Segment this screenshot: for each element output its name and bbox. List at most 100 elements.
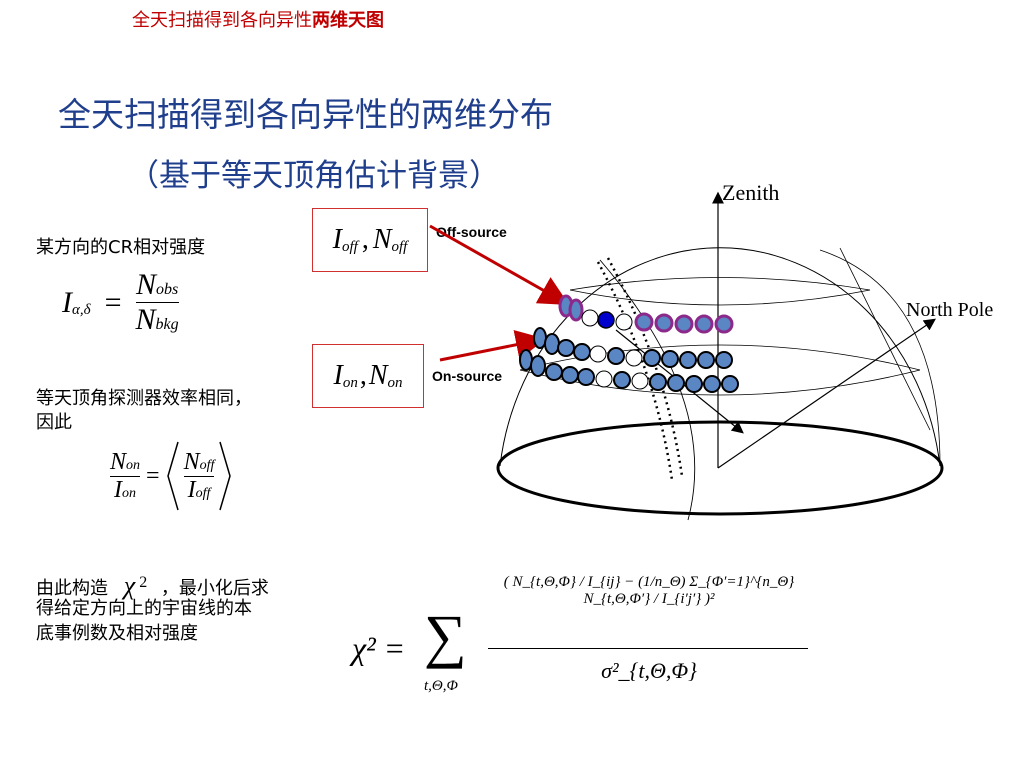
- meridian-line: [599, 259, 696, 521]
- box-comma-2: ,: [359, 360, 367, 391]
- fraction-off: Noff Ioff: [183, 448, 215, 504]
- fraction-bar: [183, 475, 215, 477]
- therefore-label: 因此: [36, 412, 72, 433]
- box-off-sub-1: off: [341, 238, 358, 255]
- on-source-cell: [577, 368, 595, 386]
- on-source-cell: [573, 343, 591, 361]
- off-source-cell: [674, 314, 694, 334]
- ratio-formula: Non Ion = Noff Ioff: [110, 440, 232, 512]
- off-source-arrow: [429, 224, 570, 305]
- left-angle-bracket: [166, 441, 179, 511]
- on-source-label: On-source: [432, 368, 503, 384]
- formula-equals: =: [104, 285, 122, 319]
- on-source-cell: [545, 363, 563, 381]
- formula-N-num: N: [135, 268, 156, 301]
- formula-equals-2: =: [146, 462, 160, 489]
- on-source-cell: [561, 366, 579, 384]
- chi2-lhs: χ² =: [352, 630, 406, 666]
- latitude-line: [569, 277, 871, 291]
- on-source-cell: [721, 375, 739, 393]
- off-source-row: [558, 294, 734, 334]
- chi2-numerator: ( N_{t,Θ,Φ} / I_{ij} − (1/n_Θ) Σ_{Φ′=1}^…: [503, 574, 795, 607]
- formula-N-off: N: [183, 448, 200, 475]
- formula-I: I: [62, 285, 72, 319]
- off-source-cell: [634, 312, 654, 332]
- formula-I-off: I: [187, 476, 196, 503]
- on-source-cell: [643, 349, 661, 367]
- on-source-cell: [649, 373, 667, 391]
- formula-N-den: N: [135, 303, 156, 336]
- box-N-on: N: [368, 360, 388, 391]
- empty-cell: [615, 313, 633, 331]
- empty-cell: [625, 349, 643, 367]
- on-source-cell: [613, 371, 631, 389]
- empty-cell: [581, 309, 599, 327]
- page-subtitle: （基于等天顶角估计背景）: [128, 158, 500, 194]
- page-title: 全天扫描得到各向异性的两维分布: [58, 95, 553, 134]
- empty-cell: [589, 345, 607, 363]
- on-source-cell: [685, 375, 703, 393]
- fraction-bar: [135, 302, 179, 303]
- box-I-off: I: [332, 224, 342, 255]
- empty-cell: [595, 370, 613, 388]
- chi-superscript: 2: [139, 574, 148, 591]
- latitude-line: [519, 344, 921, 371]
- on-source-cell: [557, 339, 575, 357]
- on-source-arrow: [439, 329, 546, 362]
- header-prefix: 全天扫描得到各向异性: [132, 10, 312, 31]
- sum-subscript: t,Θ,Φ: [424, 678, 458, 694]
- box-on-sub-2: on: [387, 374, 403, 391]
- on-source-row-1: [533, 327, 733, 369]
- on-source-cell: [667, 374, 685, 392]
- on-source-cell: [530, 355, 546, 377]
- on-source-cell: [661, 350, 679, 368]
- off-source-cell: [568, 298, 584, 322]
- formula-I-on: I: [114, 476, 122, 503]
- formula-on-sub-2: on: [122, 485, 136, 501]
- on-source-cell: [679, 351, 697, 369]
- chi-intro-line2: 得给定方向上的宇宙线的本: [36, 598, 252, 619]
- box-N-off: N: [372, 224, 392, 255]
- formula-bkg: bkg: [155, 316, 179, 333]
- north-pole-label: North Pole: [906, 299, 993, 321]
- formula-obs: obs: [155, 281, 179, 298]
- chi2-fraction-bar: [488, 648, 808, 649]
- meridian-line: [819, 249, 941, 467]
- sky-dome-diagram: Zenith North Pole: [429, 180, 993, 521]
- fraction-bar: [110, 475, 141, 477]
- box-I-on: I: [333, 360, 343, 391]
- off-source-cell: [714, 314, 734, 334]
- formula-on-sub-1: on: [126, 457, 141, 473]
- on-source-row-2: [519, 349, 739, 393]
- scan-band-dotted: [596, 261, 674, 481]
- formula-off-sub-2: off: [195, 485, 211, 501]
- relative-intensity-label: 某方向的CR相对强度: [36, 237, 206, 258]
- box-comma-1: ,: [361, 224, 369, 255]
- header-breadcrumb: 全天扫描得到各向异性两维天图: [132, 6, 384, 32]
- chi-intro-b: ，最小化后求: [160, 578, 269, 599]
- chi-square-formula: χ² = ∑ t,Θ,Φ ( N_{t,Θ,Φ} / I_{ij} − (1/n…: [352, 566, 812, 706]
- on-source-cell: [715, 351, 733, 369]
- dome-base-ellipse: [496, 420, 944, 516]
- box-on-sub-1: on: [342, 374, 358, 391]
- on-source-cell: [607, 347, 625, 365]
- empty-cell: [631, 372, 649, 390]
- north-pole-axis: [717, 318, 936, 469]
- zenith-label: Zenith: [722, 180, 779, 205]
- scan-band-dotted: [606, 257, 684, 477]
- chi-symbol: χ: [123, 571, 136, 600]
- chi2-denominator: σ²_{t,Θ,Φ}: [601, 658, 697, 683]
- formula-ad-subscript: α,δ: [72, 302, 91, 318]
- off-source-cell: [694, 314, 714, 334]
- latitude-line: [569, 289, 871, 306]
- right-angle-bracket: [219, 441, 232, 511]
- formula-off-sub-1: off: [199, 457, 215, 473]
- source-cell: [597, 311, 615, 329]
- off-source-label: Off-source: [436, 224, 507, 240]
- meridian-line: [839, 247, 931, 431]
- on-source-cell: [544, 333, 560, 355]
- equal-zenith-label: 等天顶角探测器效率相同，: [36, 388, 252, 409]
- on-source-cell: [697, 351, 715, 369]
- fraction-obs-bkg: Nobs Nbkg: [135, 268, 179, 337]
